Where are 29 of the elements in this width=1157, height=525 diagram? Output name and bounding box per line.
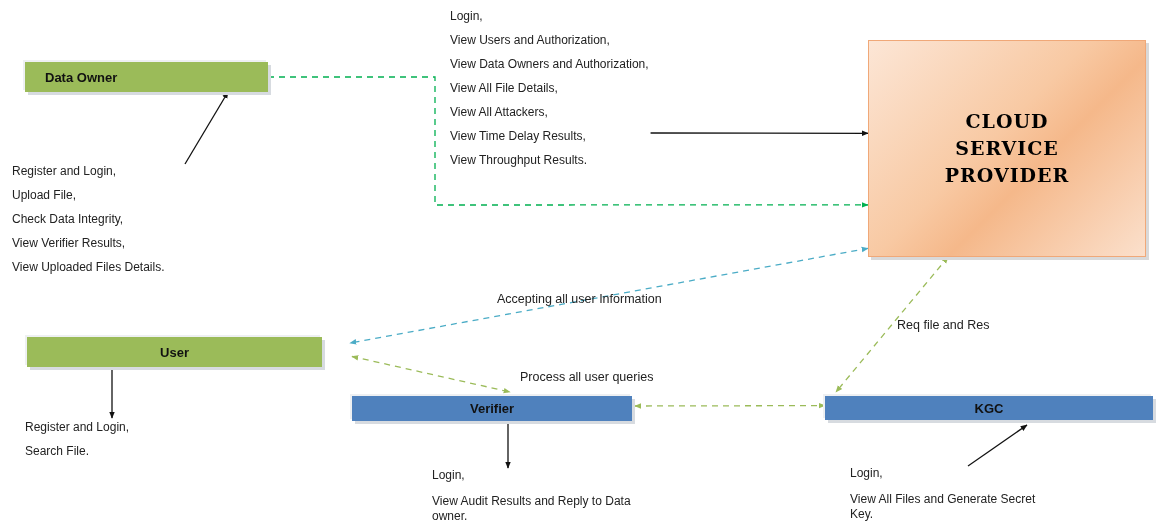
function-item: View Time Delay Results, <box>450 129 586 144</box>
function-item: View All Attackers, <box>450 105 548 120</box>
function-item: Register and Login, <box>25 420 130 435</box>
function-item: Register and Login, <box>12 164 117 179</box>
actor-box: KGC <box>825 396 1153 420</box>
actor-box: User <box>27 337 322 367</box>
function-item: View All File Details, <box>450 81 558 96</box>
arrow <box>649 130 869 137</box>
function-item: Login, <box>850 466 883 481</box>
function-item: View Uploaded Files Details. <box>12 260 165 275</box>
edge-label: Req file and Res <box>897 318 990 332</box>
function-item: Login, <box>450 9 483 24</box>
actor-box: Verifier <box>352 396 632 421</box>
edge-label: Process all user queries <box>520 370 654 384</box>
function-item: View Throughput Results. <box>450 153 587 168</box>
dashed-arrow <box>351 355 511 394</box>
dashed-arrow <box>634 402 826 409</box>
function-item: View Data Owners and Authorization, <box>450 57 649 72</box>
function-item: Login, <box>432 468 465 483</box>
function-item: View Users and Authorization, <box>450 33 610 48</box>
actor-box: Data Owner <box>25 62 268 92</box>
box-title: CLOUD SERVICE PROVIDER <box>943 109 1071 188</box>
function-item: Upload File, <box>12 188 77 203</box>
function-item: View Verifier Results, <box>12 236 126 251</box>
function-item: Check Data Integrity, <box>12 212 124 227</box>
dashed-arrow <box>349 246 869 345</box>
edge-label: Accepting all user Information <box>497 292 662 306</box>
arrow <box>967 424 1028 467</box>
server-box <box>868 40 1146 257</box>
